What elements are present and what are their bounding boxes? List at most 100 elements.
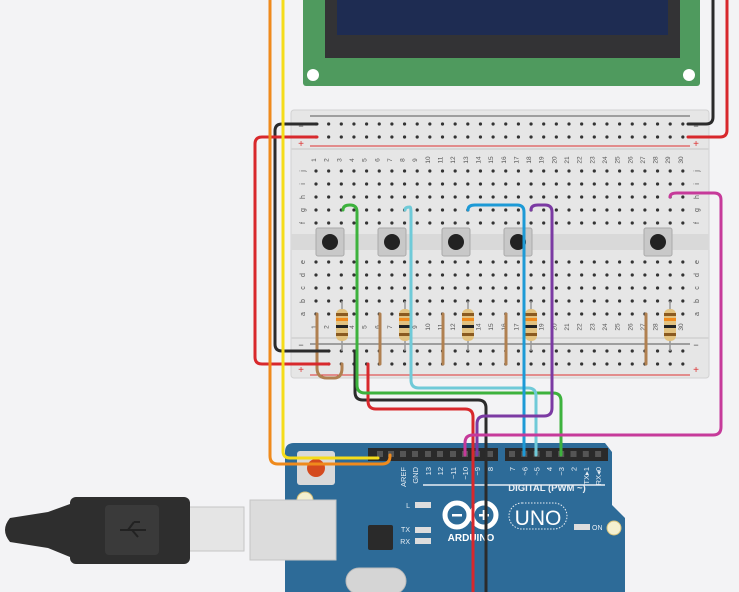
breadboard-hole[interactable] [630, 195, 634, 199]
resistor[interactable] [525, 301, 537, 351]
breadboard-hole[interactable] [440, 273, 445, 277]
breadboard-hole[interactable] [504, 182, 508, 186]
breadboard-hole[interactable] [516, 169, 521, 173]
header-pin[interactable] [582, 451, 589, 457]
breadboard-hole[interactable] [542, 135, 546, 139]
breadboard-hole[interactable] [352, 260, 356, 264]
breadboard-hole[interactable] [402, 195, 407, 199]
breadboard-hole[interactable] [580, 286, 584, 290]
breadboard-hole[interactable] [453, 122, 457, 126]
breadboard-hole[interactable] [529, 286, 533, 290]
breadboard-hole[interactable] [491, 286, 495, 290]
breadboard-hole[interactable] [529, 182, 533, 186]
breadboard-hole[interactable] [643, 273, 647, 277]
breadboard-hole[interactable] [681, 260, 685, 264]
breadboard-hole[interactable] [567, 299, 571, 303]
breadboard-hole[interactable] [352, 169, 356, 173]
breadboard-hole[interactable] [440, 169, 445, 173]
breadboard-hole[interactable] [440, 195, 445, 199]
breadboard-hole[interactable] [327, 260, 331, 264]
breadboard-hole[interactable] [402, 122, 407, 126]
breadboard-hole[interactable] [655, 299, 660, 303]
breadboard-hole[interactable] [592, 260, 596, 264]
breadboard-hole[interactable] [618, 362, 622, 366]
breadboard-hole[interactable] [504, 169, 508, 173]
breadboard-hole[interactable] [491, 195, 495, 199]
breadboard-hole[interactable] [618, 312, 622, 316]
breadboard-hole[interactable] [453, 182, 457, 186]
breadboard-hole[interactable] [352, 286, 356, 290]
breadboard-hole[interactable] [516, 182, 521, 186]
breadboard-hole[interactable] [516, 195, 521, 199]
breadboard-hole[interactable] [630, 260, 634, 264]
breadboard-hole[interactable] [365, 221, 369, 225]
breadboard-hole[interactable] [580, 299, 584, 303]
breadboard-hole[interactable] [605, 122, 609, 126]
breadboard-hole[interactable] [415, 273, 419, 277]
breadboard-hole[interactable] [327, 169, 331, 173]
breadboard-hole[interactable] [567, 286, 571, 290]
breadboard-hole[interactable] [529, 195, 533, 199]
breadboard-hole[interactable] [390, 362, 394, 366]
breadboard-hole[interactable] [339, 122, 343, 126]
breadboard-hole[interactable] [668, 208, 672, 212]
breadboard-hole[interactable] [377, 260, 381, 264]
breadboard-hole[interactable] [504, 122, 508, 126]
breadboard-hole[interactable] [529, 169, 533, 173]
breadboard-hole[interactable] [567, 349, 571, 353]
reset-button[interactable] [307, 459, 325, 477]
breadboard-hole[interactable] [592, 208, 596, 212]
breadboard-hole[interactable] [390, 286, 394, 290]
breadboard-hole[interactable] [478, 286, 483, 290]
breadboard-hole[interactable] [453, 273, 457, 277]
header-pin[interactable] [377, 451, 383, 457]
usb-cable[interactable] [5, 497, 337, 564]
resistor[interactable] [336, 301, 348, 351]
breadboard-hole[interactable] [580, 349, 584, 353]
breadboard-hole[interactable] [390, 273, 394, 277]
breadboard-hole[interactable] [542, 208, 546, 212]
breadboard-hole[interactable] [402, 362, 407, 366]
breadboard-hole[interactable] [339, 169, 343, 173]
jumper-wire-magenta[interactable] [463, 191, 723, 457]
breadboard-hole[interactable] [327, 122, 331, 126]
breadboard-hole[interactable] [554, 260, 558, 264]
breadboard-hole[interactable] [630, 221, 634, 225]
breadboard-hole[interactable] [415, 260, 419, 264]
header-pin[interactable] [487, 451, 493, 457]
breadboard-hole[interactable] [554, 122, 558, 126]
breadboard-hole[interactable] [327, 195, 331, 199]
breadboard-hole[interactable] [516, 312, 521, 316]
breadboard-hole[interactable] [415, 221, 419, 225]
breadboard-hole[interactable] [453, 349, 457, 353]
breadboard-hole[interactable] [478, 299, 483, 303]
breadboard-hole[interactable] [491, 169, 495, 173]
breadboard-hole[interactable] [605, 221, 609, 225]
breadboard-hole[interactable] [630, 362, 634, 366]
breadboard-hole[interactable] [618, 221, 622, 225]
breadboard-hole[interactable] [668, 362, 672, 366]
breadboard-hole[interactable] [339, 260, 343, 264]
breadboard-hole[interactable] [466, 221, 470, 225]
breadboard-hole[interactable] [314, 182, 318, 186]
breadboard-hole[interactable] [440, 286, 445, 290]
breadboard-hole[interactable] [567, 221, 571, 225]
breadboard-hole[interactable] [365, 122, 369, 126]
breadboard-hole[interactable] [478, 135, 483, 139]
breadboard-hole[interactable] [478, 122, 483, 126]
breadboard-hole[interactable] [668, 221, 672, 225]
jumper-wire-red[interactable] [366, 362, 475, 592]
breadboard-hole[interactable] [516, 349, 521, 353]
breadboard-hole[interactable] [390, 312, 394, 316]
breadboard-hole[interactable] [554, 182, 558, 186]
breadboard-hole[interactable] [352, 182, 356, 186]
breadboard-hole[interactable] [415, 286, 419, 290]
breadboard-hole[interactable] [655, 122, 660, 126]
breadboard-hole[interactable] [478, 312, 483, 316]
breadboard-hole[interactable] [630, 208, 634, 212]
breadboard-hole[interactable] [365, 260, 369, 264]
breadboard-hole[interactable] [542, 312, 546, 316]
breadboard-hole[interactable] [643, 122, 647, 126]
breadboard-hole[interactable] [643, 260, 647, 264]
breadboard-hole[interactable] [504, 221, 508, 225]
